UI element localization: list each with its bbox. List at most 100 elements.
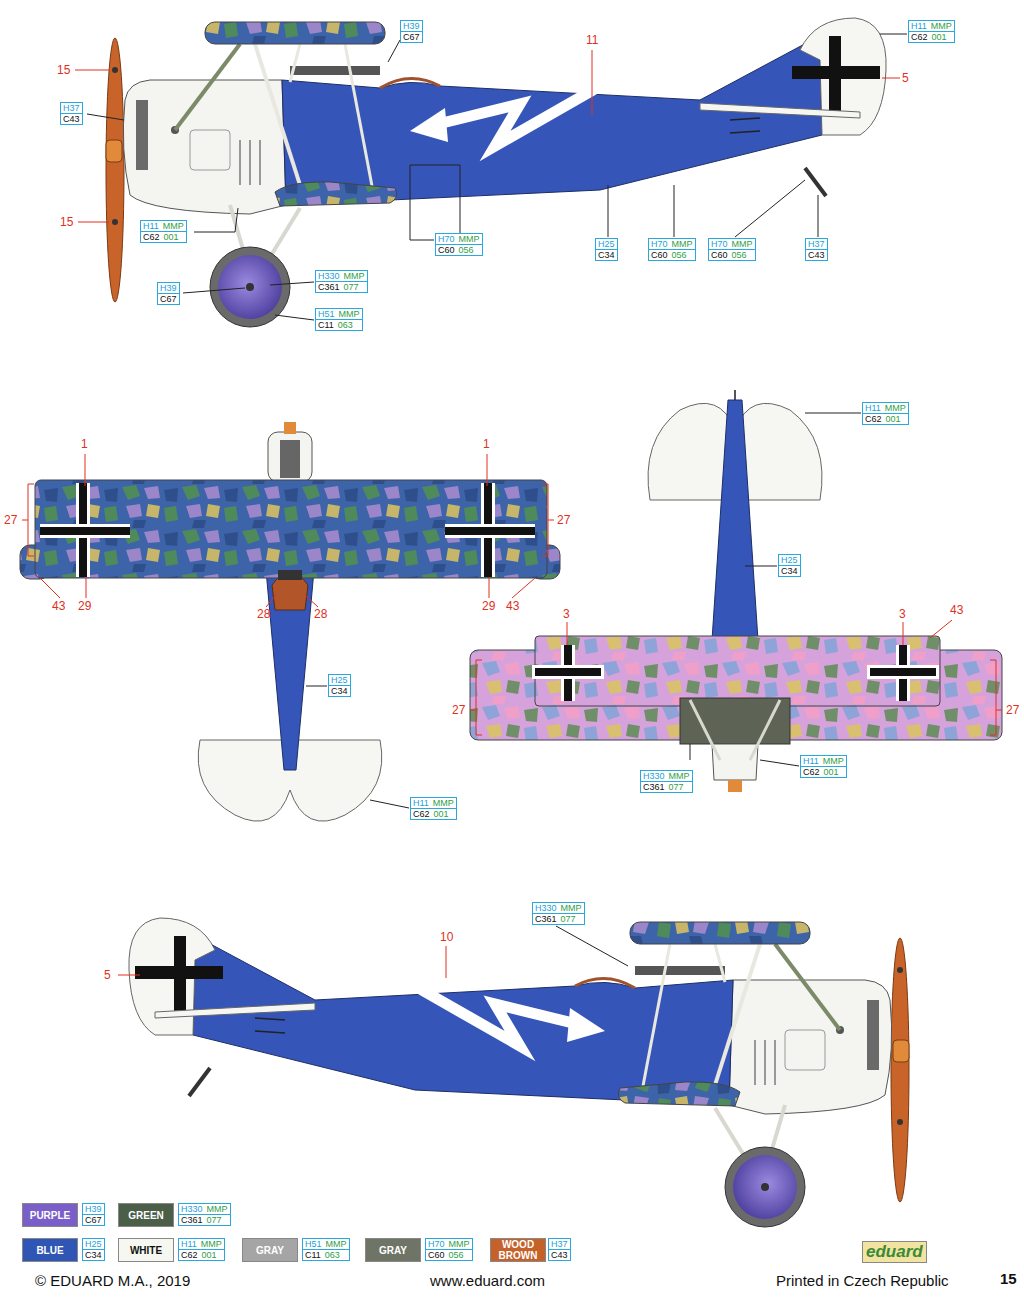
bottom-view [470, 390, 1002, 792]
paint-code: H70 [709, 239, 730, 249]
paint-code: C62 [909, 32, 930, 42]
paint-code-box: H39C67 [400, 20, 423, 43]
legend-text: GRAY [379, 1245, 407, 1256]
paint-code: H11 [411, 798, 431, 808]
paint-code: MMP [161, 221, 186, 231]
callout-number: 28 [257, 607, 270, 621]
code-row: C361077 [179, 1215, 230, 1225]
paint-code: C34 [329, 686, 350, 696]
paint-code: C62 [801, 767, 822, 777]
code-row: H25 [596, 239, 617, 250]
code-row: C62001 [863, 414, 908, 424]
code-row: H70MMP [426, 1239, 472, 1250]
paint-code: MMP [431, 798, 456, 808]
paint-code: 077 [667, 782, 686, 792]
code-row: H37 [549, 1239, 570, 1250]
paint-code: C11 [316, 320, 336, 330]
code-row: C361077 [641, 782, 692, 792]
paint-code-box: H11MMPC62001 [862, 402, 909, 425]
paint-code: 077 [205, 1215, 224, 1225]
paint-code: H11 [179, 1239, 199, 1249]
code-row: H51MMP [303, 1239, 349, 1250]
paint-code: C43 [549, 1250, 570, 1260]
callout-number: 43 [52, 599, 65, 613]
callout-number: 27 [557, 513, 570, 527]
paint-code: MMP [324, 1239, 349, 1249]
paint-code-box: H51MMPC11063 [302, 1238, 350, 1261]
paint-code: C34 [596, 250, 617, 260]
paint-code: C361 [316, 282, 342, 292]
paint-code: 001 [884, 414, 903, 424]
paint-code: MMP [730, 239, 755, 249]
code-row: H11MMP [863, 403, 908, 414]
paint-code: C361 [533, 914, 559, 924]
code-row: C62001 [909, 32, 954, 42]
paint-code: MMP [929, 21, 954, 31]
paint-code: C62 [411, 809, 432, 819]
paint-code: H11 [863, 403, 883, 413]
legend-swatch: GRAY [365, 1238, 421, 1262]
paint-code: C62 [141, 232, 162, 242]
paint-code: 077 [559, 914, 578, 924]
code-row: C43 [806, 250, 827, 260]
legend-text: PURPLE [30, 1210, 71, 1221]
callout-number: 28 [314, 607, 327, 621]
paint-code: C11 [303, 1250, 323, 1260]
code-row: C60056 [426, 1250, 472, 1260]
paint-code: H70 [426, 1239, 447, 1249]
code-row: H37 [806, 239, 827, 250]
code-row: C11063 [316, 320, 362, 330]
callout-number: 27 [1006, 703, 1019, 717]
paint-code: H39 [83, 1204, 104, 1214]
paint-code: H25 [83, 1239, 104, 1249]
paint-code: C62 [179, 1250, 200, 1260]
paint-code: C43 [61, 114, 82, 124]
code-row: H70MMP [649, 239, 695, 250]
code-row: C34 [779, 566, 800, 576]
paint-code-box: H330MMPC361077 [178, 1203, 231, 1226]
code-row: H11MMP [909, 21, 954, 32]
paint-code-box: H11MMPC62001 [908, 20, 955, 43]
callout-number: 15 [57, 63, 70, 77]
code-row: H11MMP [141, 221, 186, 232]
paint-code: H330 [533, 903, 559, 913]
code-row: H37 [61, 103, 82, 114]
code-row: H25 [779, 555, 800, 566]
callout-number: 1 [81, 437, 88, 451]
paint-code-box: H330MMPC361077 [640, 770, 693, 793]
paint-code: 056 [447, 1250, 466, 1260]
paint-code: MMP [670, 239, 695, 249]
paint-code-box: H37C43 [60, 102, 83, 125]
code-row: C60056 [649, 250, 695, 260]
paint-code: H25 [779, 555, 800, 565]
paint-code-box: H25C34 [328, 674, 351, 697]
callout-number: 29 [78, 599, 91, 613]
legend-swatch: BLUE [22, 1238, 78, 1262]
paint-code-box: H25C34 [778, 554, 801, 577]
paint-code-box: H330MMPC361077 [532, 902, 585, 925]
legend-swatch: GREEN [118, 1203, 174, 1227]
code-row: C34 [596, 250, 617, 260]
paint-code-box: H70MMPC60056 [708, 238, 756, 261]
paint-code: C60 [436, 245, 457, 255]
side-view-right [129, 918, 909, 1227]
paint-code: H39 [401, 21, 422, 31]
code-row: H39 [83, 1204, 104, 1215]
code-row: H25 [329, 675, 350, 686]
paint-code: MMP [199, 1239, 224, 1249]
paint-code-box: H37C43 [548, 1238, 571, 1261]
code-row: C60056 [436, 245, 482, 255]
callout-leaders [22, 50, 1002, 978]
paint-code: C67 [83, 1215, 104, 1225]
code-row: C34 [83, 1250, 104, 1260]
paint-code: H37 [61, 103, 82, 113]
paint-code: H70 [436, 234, 457, 244]
paint-code-box: H11MMPC62001 [800, 755, 847, 778]
footer-text: Printed in Czech Republic [776, 1272, 949, 1289]
paint-code: H11 [909, 21, 929, 31]
callout-number: 11 [586, 33, 598, 47]
code-row: C67 [83, 1215, 104, 1225]
paint-code: C34 [83, 1250, 104, 1260]
paint-code: 001 [822, 767, 841, 777]
code-row: C62001 [801, 767, 846, 777]
